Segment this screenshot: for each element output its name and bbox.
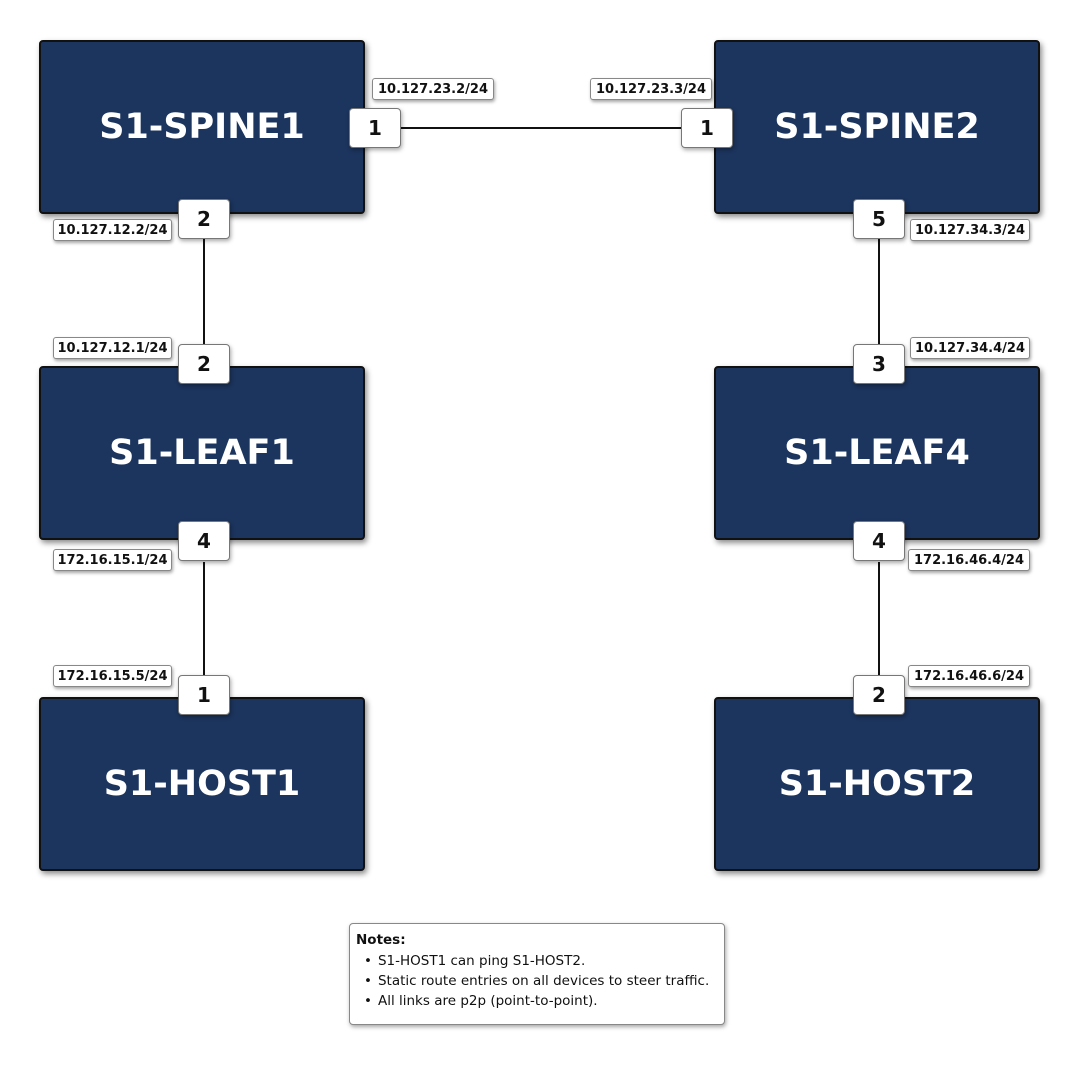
device-label: S1-LEAF1 bbox=[109, 433, 295, 473]
ip-label-leaf4-3: 10.127.34.4/24 bbox=[910, 337, 1030, 359]
notes-box: Notes: S1-HOST1 can ping S1-HOST2. Stati… bbox=[349, 923, 725, 1025]
device-label: S1-HOST2 bbox=[778, 764, 976, 804]
ip-label-leaf1-4: 172.16.15.1/24 bbox=[53, 549, 172, 571]
notes-title: Notes: bbox=[356, 932, 406, 948]
note-item: Static route entries on all devices to s… bbox=[364, 971, 718, 991]
notes-list: S1-HOST1 can ping S1-HOST2. Static route… bbox=[356, 951, 718, 1011]
port-spine2-5[interactable]: 5 bbox=[853, 199, 905, 239]
port-host1-1[interactable]: 1 bbox=[178, 675, 230, 715]
ip-label-host1-1: 172.16.15.5/24 bbox=[53, 665, 172, 687]
port-spine2-1[interactable]: 1 bbox=[681, 108, 733, 148]
note-item: All links are p2p (point-to-point). bbox=[364, 991, 718, 1011]
port-leaf1-4[interactable]: 4 bbox=[178, 521, 230, 561]
device-label: S1-HOST1 bbox=[103, 764, 301, 804]
device-label: S1-SPINE1 bbox=[99, 107, 305, 147]
device-host1[interactable]: S1-HOST1 bbox=[39, 697, 365, 871]
port-leaf4-3[interactable]: 3 bbox=[853, 344, 905, 384]
port-leaf4-4[interactable]: 4 bbox=[853, 521, 905, 561]
note-item: S1-HOST1 can ping S1-HOST2. bbox=[364, 951, 718, 971]
ip-label-spine1-1: 10.127.23.2/24 bbox=[372, 78, 494, 100]
device-spine1[interactable]: S1-SPINE1 bbox=[39, 40, 365, 214]
port-spine1-1[interactable]: 1 bbox=[349, 108, 401, 148]
ip-label-spine2-1: 10.127.23.3/24 bbox=[590, 78, 712, 100]
device-label: S1-LEAF4 bbox=[784, 433, 970, 473]
port-leaf1-2[interactable]: 2 bbox=[178, 344, 230, 384]
port-host2-2[interactable]: 2 bbox=[853, 675, 905, 715]
port-spine1-2[interactable]: 2 bbox=[178, 199, 230, 239]
device-label: S1-SPINE2 bbox=[774, 107, 980, 147]
device-leaf4[interactable]: S1-LEAF4 bbox=[714, 366, 1040, 540]
ip-label-host2-2: 172.16.46.6/24 bbox=[908, 665, 1030, 687]
device-spine2[interactable]: S1-SPINE2 bbox=[714, 40, 1040, 214]
ip-label-leaf1-2: 10.127.12.1/24 bbox=[53, 337, 172, 359]
ip-label-spine1-2: 10.127.12.2/24 bbox=[53, 219, 172, 241]
ip-label-leaf4-4: 172.16.46.4/24 bbox=[908, 549, 1030, 571]
ip-label-spine2-5: 10.127.34.3/24 bbox=[910, 219, 1030, 241]
device-leaf1[interactable]: S1-LEAF1 bbox=[39, 366, 365, 540]
device-host2[interactable]: S1-HOST2 bbox=[714, 697, 1040, 871]
